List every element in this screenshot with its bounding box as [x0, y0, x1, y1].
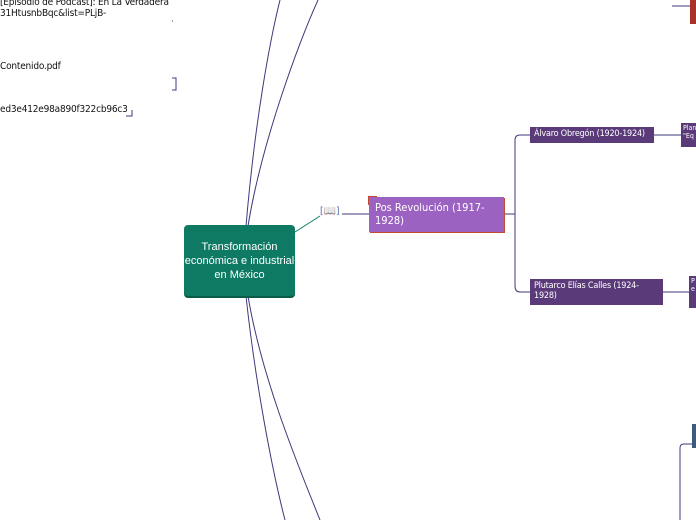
connector-bottomright [679, 443, 696, 520]
book-icon[interactable]: [📖] [320, 206, 340, 217]
topic-pos-revolucion-label: Pos Revolución (1917-1928) [375, 201, 485, 227]
topbox-corner [168, 77, 177, 91]
topic-pos-revolucion[interactable]: Pos Revolución (1917-1928) [369, 197, 504, 232]
connector-down-1 [245, 295, 286, 520]
subtopic-obregon-label: Álvaro Obregón (1920-1924) [534, 129, 645, 139]
right-edge-bottom-node [692, 424, 696, 448]
right-edge-node-1-line2: "Eq [683, 132, 694, 140]
subtopic-calles[interactable]: Plutarco Elías Calles (1924-1928) [530, 279, 663, 305]
right-edge-node-2[interactable]: P e [689, 276, 696, 308]
resource-note-box: [Episodio de Podcast]: En La Verdadera 3… [0, 0, 172, 98]
subtopic-obregon[interactable]: Álvaro Obregón (1920-1924) [530, 127, 654, 143]
right-edge-node-2-line1: P [691, 277, 695, 285]
pos-corner-br [496, 223, 505, 233]
resource-line-2[interactable]: 31HtusnbBqc&list=PLjB- [0, 8, 107, 19]
central-topic[interactable]: Transformación económica e industrial en… [184, 225, 295, 296]
connector-down-2 [247, 295, 321, 520]
resource-line-3[interactable]: Contenido.pdf [0, 61, 61, 72]
right-edge-top-node [690, 0, 696, 24]
right-edge-node-1-line1: Plan [683, 124, 696, 132]
subtopic-calles-label: Plutarco Elías Calles (1924-1928) [534, 281, 639, 301]
right-edge-node-1[interactable]: Plan "Eq [681, 123, 696, 147]
right-edge-node-2-line2: e [691, 285, 695, 293]
resource-line-1: [Episodio de Podcast]: En La Verdadera [0, 0, 169, 8]
connector-pos-calles [514, 214, 530, 293]
connector-up-1 [245, 0, 281, 227]
connector-pos-obregon [504, 134, 530, 215]
central-topic-label: Transformación económica e industrial en… [184, 240, 295, 281]
resource-hash[interactable]: ed3e412e98a890f322cb96c3 [0, 104, 128, 115]
connector-central-pos [294, 215, 321, 233]
connector-up-2 [247, 0, 319, 227]
hash-corner [126, 110, 133, 117]
